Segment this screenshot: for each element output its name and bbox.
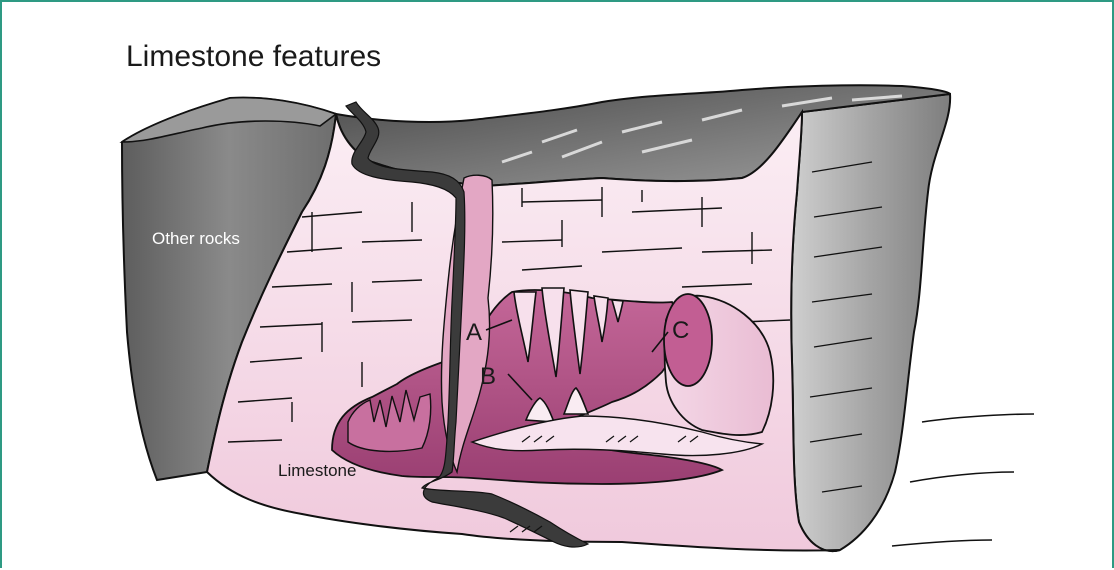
ground-surface — [892, 414, 1034, 546]
label-b: B — [480, 363, 496, 390]
label-a: A — [466, 319, 482, 346]
label-c: C — [672, 317, 689, 344]
label-limestone: Limestone — [278, 461, 356, 480]
label-other-rocks: Other rocks — [152, 229, 240, 248]
